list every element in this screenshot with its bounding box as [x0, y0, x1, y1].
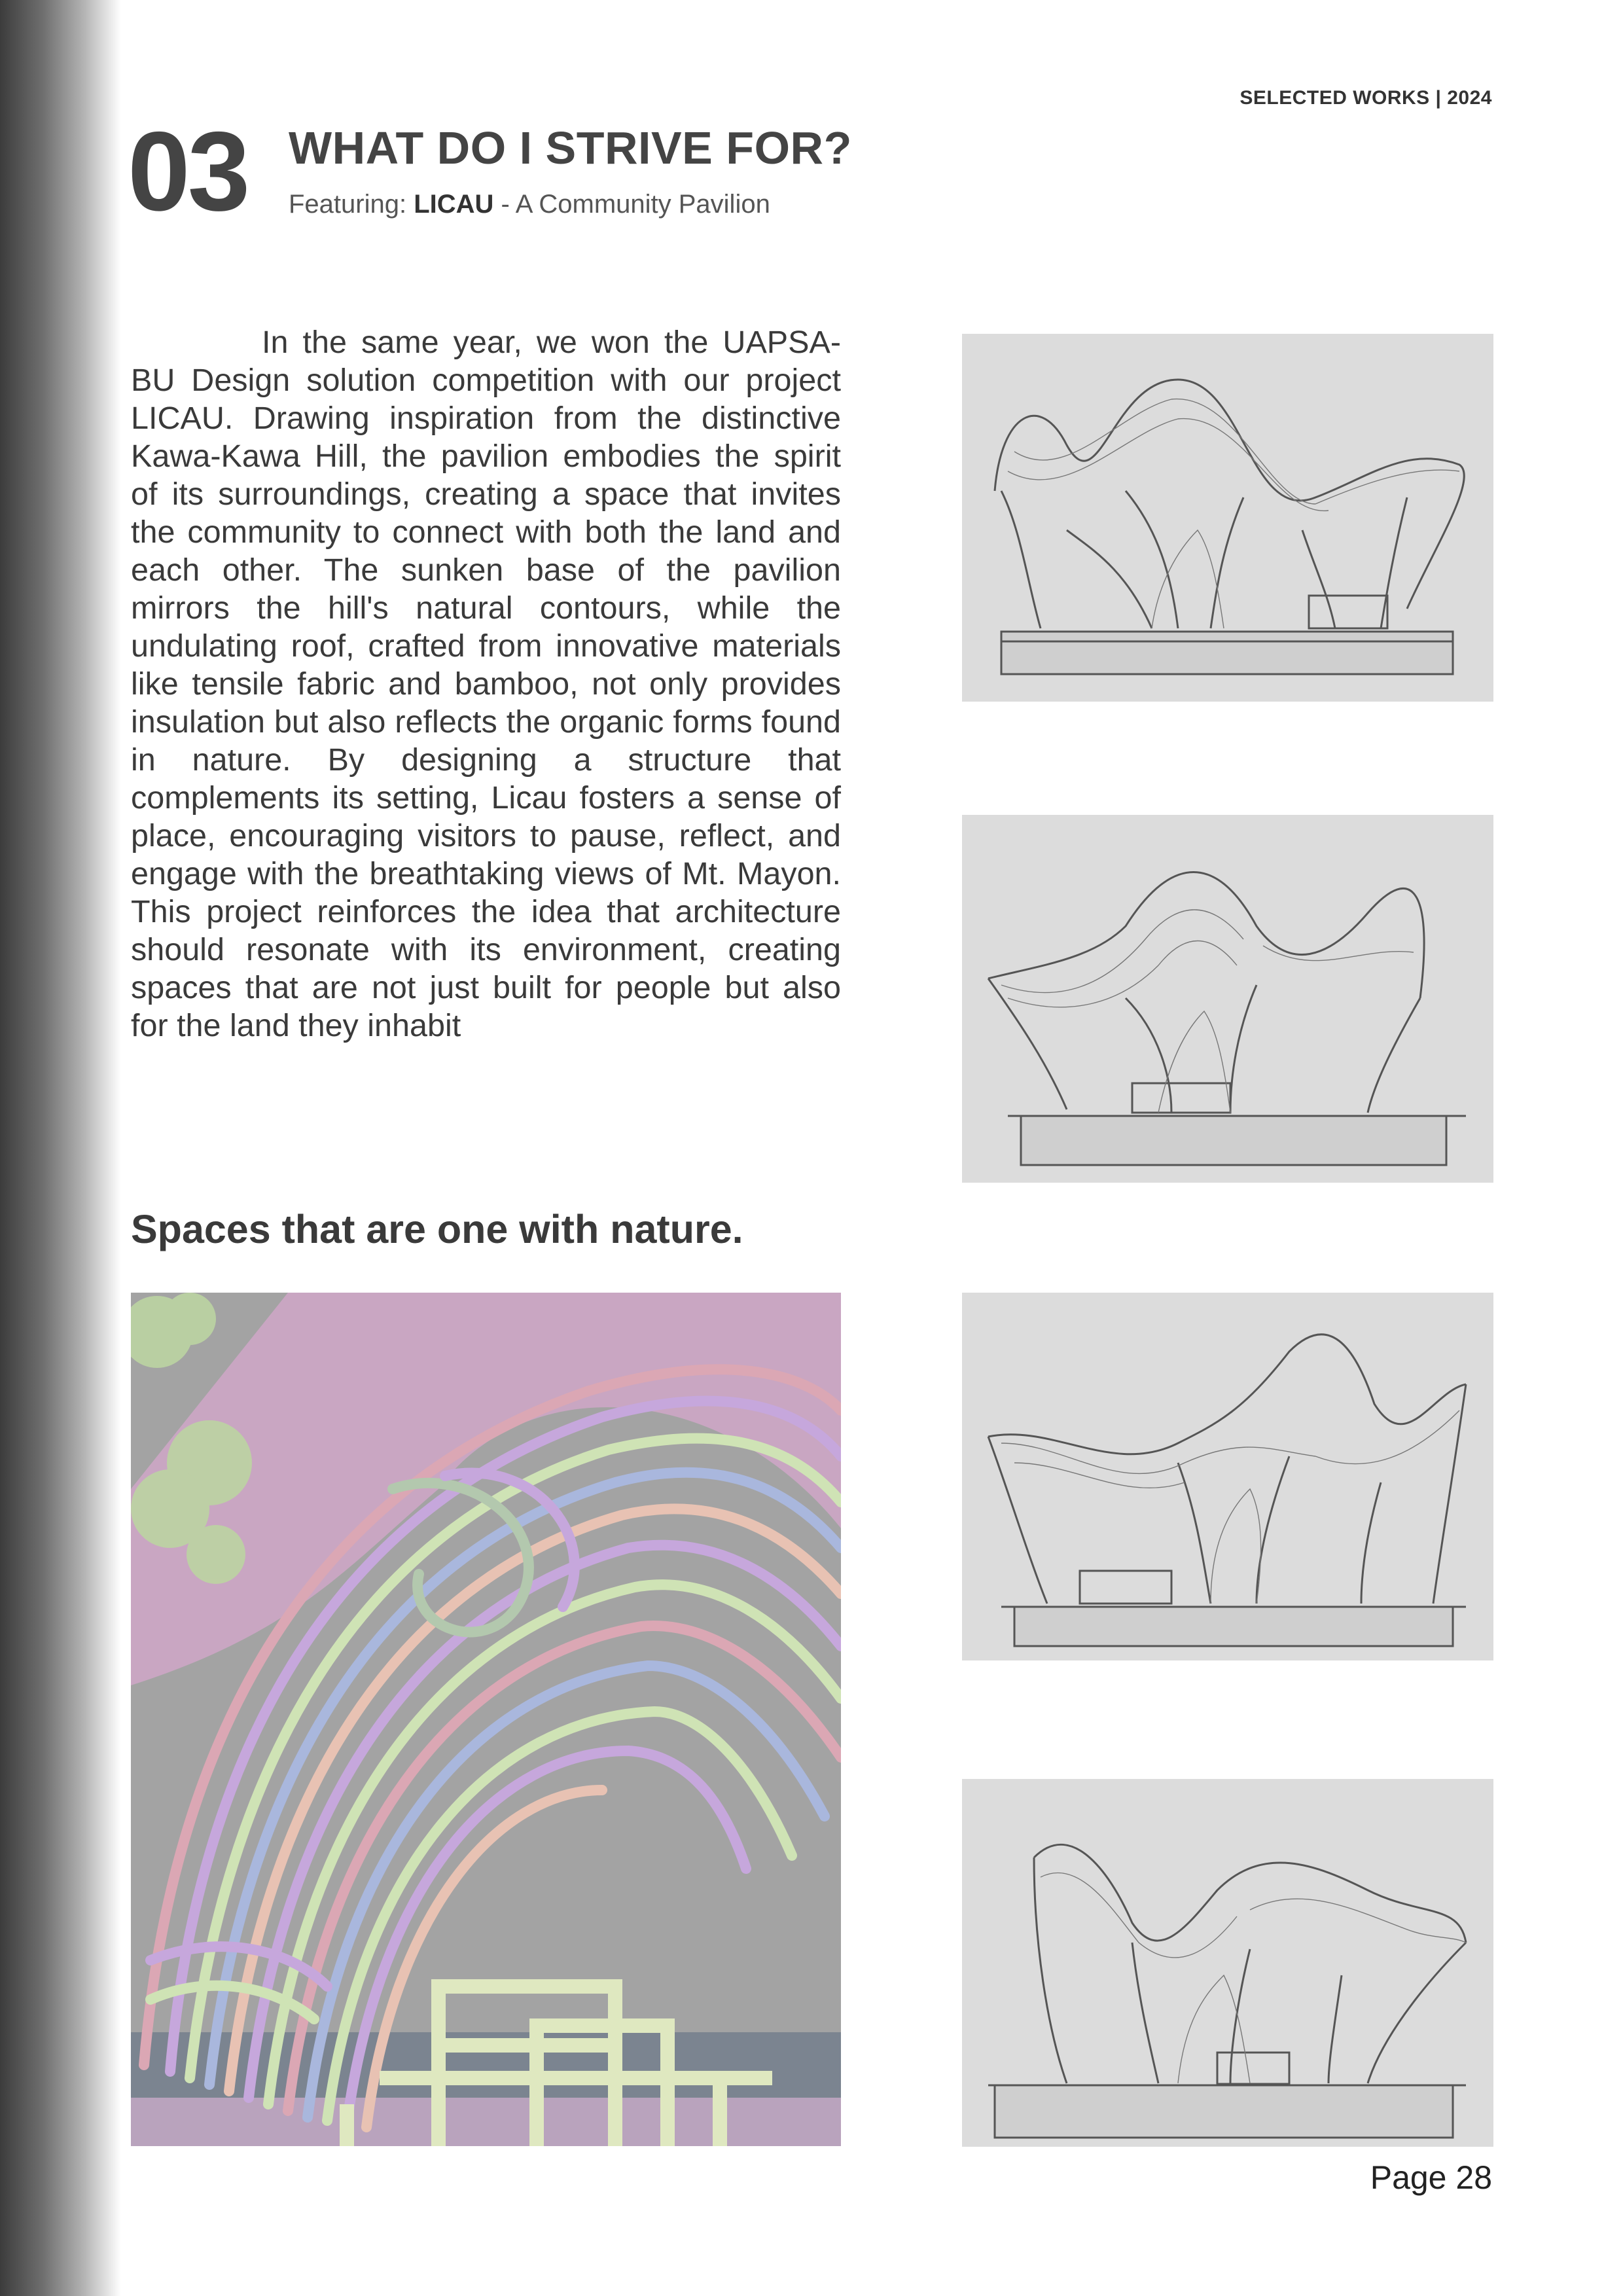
- featuring-prefix: Featuring:: [289, 190, 414, 219]
- chapter-number: 03: [128, 109, 250, 234]
- body-paragraph: In the same year, we won the UAPSA-BU De…: [131, 325, 841, 1043]
- elevation-drawing-1: [962, 334, 1493, 702]
- elevation-drawing-2: [962, 815, 1493, 1183]
- pavilion-render-image: [131, 1293, 841, 2146]
- project-suffix: - A Community Pavilion: [493, 190, 770, 219]
- elevation-drawing-3: [962, 1293, 1493, 1660]
- elevation-drawing-4: [962, 1779, 1493, 2147]
- page-number: Page 28: [1370, 2159, 1492, 2196]
- tagline-heading: Spaces that are one with nature.: [131, 1207, 743, 1251]
- page-spine-shadow: [0, 0, 121, 2296]
- chapter-title: WHAT DO I STRIVE FOR?: [289, 122, 852, 173]
- featuring-line: Featuring: LICAU - A Community Pavilion: [289, 190, 770, 219]
- project-name: LICAU: [414, 190, 494, 219]
- running-header: SELECTED WORKS | 2024: [1240, 87, 1492, 109]
